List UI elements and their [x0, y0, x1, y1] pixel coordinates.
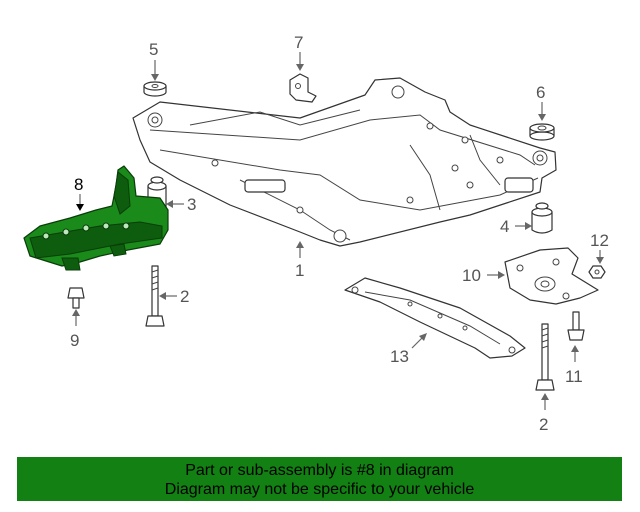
callout-3: 3 — [187, 195, 196, 214]
bushing-part-4[interactable] — [531, 202, 553, 234]
callout-10: 10 — [462, 266, 481, 285]
bracket-part-10[interactable] — [504, 247, 599, 305]
bracket-part-8-highlighted[interactable] — [23, 165, 169, 271]
banner-line-2: Diagram may not be specific to your vehi… — [164, 481, 475, 498]
callout-12: 12 — [590, 231, 609, 250]
callout-13: 13 — [390, 347, 409, 366]
callout-11: 11 — [565, 367, 583, 386]
bracket-part-7[interactable] — [289, 73, 317, 103]
callout-2-left: 2 — [180, 287, 189, 306]
callout-7: 7 — [294, 33, 303, 52]
leader-lines — [72, 52, 604, 410]
brace-part-13[interactable] — [344, 277, 526, 359]
callout-4: 4 — [500, 217, 509, 236]
bolt-part-2-left[interactable] — [145, 265, 165, 327]
crossmember-part-1[interactable] — [132, 77, 557, 247]
callout-8: 8 — [74, 175, 83, 194]
bolt-part-2-right[interactable] — [535, 323, 555, 391]
mount-part-5[interactable] — [143, 81, 167, 97]
nut-part-12[interactable] — [588, 265, 606, 279]
callout-2-right: 2 — [539, 415, 548, 434]
mount-part-6[interactable] — [529, 123, 555, 141]
callout-6: 6 — [536, 83, 545, 102]
callout-5: 5 — [149, 40, 158, 59]
banner-line-1: Part or sub-assembly is #8 in diagram — [185, 462, 454, 479]
info-banner: Part or sub-assembly is #8 in diagram Di… — [17, 457, 622, 501]
callout-9: 9 — [70, 331, 79, 350]
bolt-part-9[interactable] — [67, 287, 85, 309]
callout-1: 1 — [295, 261, 304, 280]
bolt-part-11[interactable] — [567, 311, 585, 341]
parts-diagram: 5 7 6 3 4 1 8 2 9 10 12 11 2 13 — [23, 33, 609, 434]
